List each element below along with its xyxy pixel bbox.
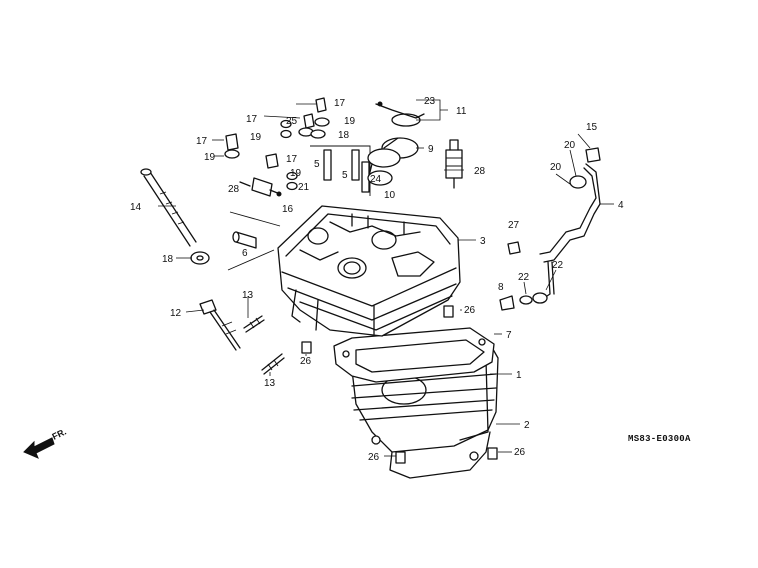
callout-13a: 13 [242,290,254,301]
front-label: FR. [50,426,67,441]
spark-plug-left [239,177,282,197]
callout-labels: 1 2 3 4 5 5 6 7 8 9 10 11 12 13 13 14 15… [130,96,624,463]
callout-6: 6 [242,248,248,259]
oil-pipe [499,147,601,311]
callout-17c: 17 [286,154,298,165]
callout-17a: 17 [196,136,208,147]
callout-26c: 26 [368,452,380,463]
callout-25: 25 [286,116,298,127]
callout-22b: 22 [552,260,564,271]
dowel-pins-26 [301,305,498,464]
callout-3: 3 [480,236,486,247]
callout-5b: 5 [342,170,348,181]
callout-20b: 20 [550,162,562,173]
callout-24: 24 [370,174,382,185]
front-direction-arrow: FR. [23,426,68,459]
callout-20a: 20 [564,140,576,151]
callout-19a: 19 [204,152,216,163]
valve-guides [310,145,371,196]
spark-plug-right [445,139,463,189]
dowel-pins [227,211,281,271]
callout-18a: 18 [162,254,174,265]
callout-26d: 26 [514,447,526,458]
callout-2: 2 [524,420,530,431]
callout-18b: 18 [338,130,350,141]
callout-5a: 5 [314,159,320,170]
callout-17d: 17 [334,98,346,109]
diagram-code: MS83-E0300A [628,434,691,444]
callout-14: 14 [130,202,142,213]
head-gasket [333,327,495,383]
long-stud-bolt [140,168,197,247]
callout-9: 9 [428,144,434,155]
callout-11: 11 [456,106,467,117]
callout-7: 7 [506,330,512,341]
cylinder-head [277,205,461,337]
callout-22a: 22 [518,272,530,283]
callout-23: 23 [424,96,436,107]
callout-19c: 19 [344,116,356,127]
callout-19d: 19 [290,168,302,179]
callout-16: 16 [282,204,294,215]
callout-13b: 13 [264,378,276,389]
callout-21: 21 [298,182,310,193]
callout-26a: 26 [464,305,476,316]
callout-28a: 28 [228,184,240,195]
callout-12: 12 [170,308,182,319]
callout-19b: 19 [250,132,262,143]
callout-1: 1 [516,370,522,381]
callout-26b: 26 [300,356,312,367]
callout-17b: 17 [246,114,258,125]
leader-lines [158,99,614,457]
callout-28b: 28 [474,166,486,177]
callout-8: 8 [498,282,504,293]
intake-insulator [367,101,425,186]
callout-10: 10 [384,190,396,201]
valve-caps [224,97,330,191]
callout-4: 4 [618,200,624,211]
oil-bolt [199,299,241,351]
short-studs [243,315,285,375]
callout-15: 15 [586,122,598,133]
washer [190,251,210,265]
callout-27: 27 [508,220,520,231]
